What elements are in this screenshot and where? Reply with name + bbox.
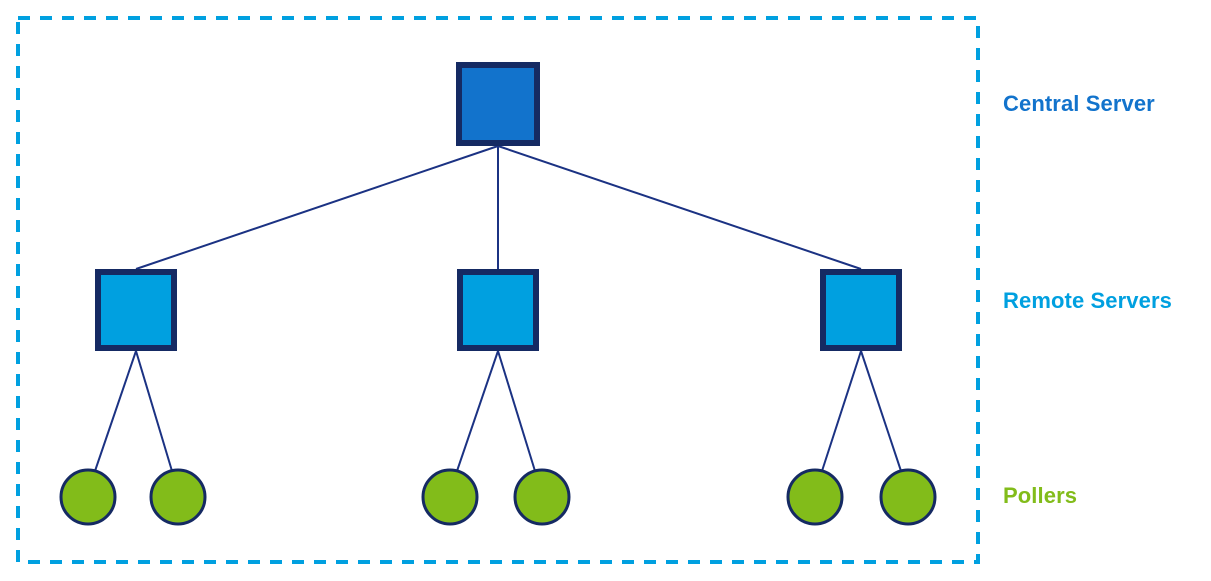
node-remote-server[interactable] bbox=[95, 269, 177, 351]
connector-line bbox=[94, 350, 137, 472]
node-remote-server[interactable] bbox=[820, 269, 902, 351]
legend-label-central-server: Central Server bbox=[1003, 91, 1155, 116]
connector-line bbox=[821, 350, 862, 472]
node-central-server[interactable] bbox=[456, 62, 540, 146]
node-poller[interactable] bbox=[786, 468, 844, 526]
dashed-container-boundary bbox=[16, 16, 980, 564]
connector-line bbox=[135, 350, 173, 472]
connector-line bbox=[497, 145, 862, 270]
connector-line bbox=[135, 145, 499, 270]
legend-label-remote-servers: Remote Servers bbox=[1003, 288, 1172, 313]
edge-layer bbox=[94, 145, 902, 472]
connector-line bbox=[497, 350, 536, 472]
connector-line bbox=[456, 350, 499, 472]
connector-line bbox=[860, 350, 902, 472]
node-poller[interactable] bbox=[513, 468, 571, 526]
node-poller[interactable] bbox=[149, 468, 207, 526]
node-poller[interactable] bbox=[879, 468, 937, 526]
node-remote-server[interactable] bbox=[457, 269, 539, 351]
legend-label-pollers: Pollers bbox=[1003, 483, 1078, 508]
node-layer bbox=[59, 62, 937, 526]
node-poller[interactable] bbox=[59, 468, 117, 526]
node-poller[interactable] bbox=[421, 468, 479, 526]
